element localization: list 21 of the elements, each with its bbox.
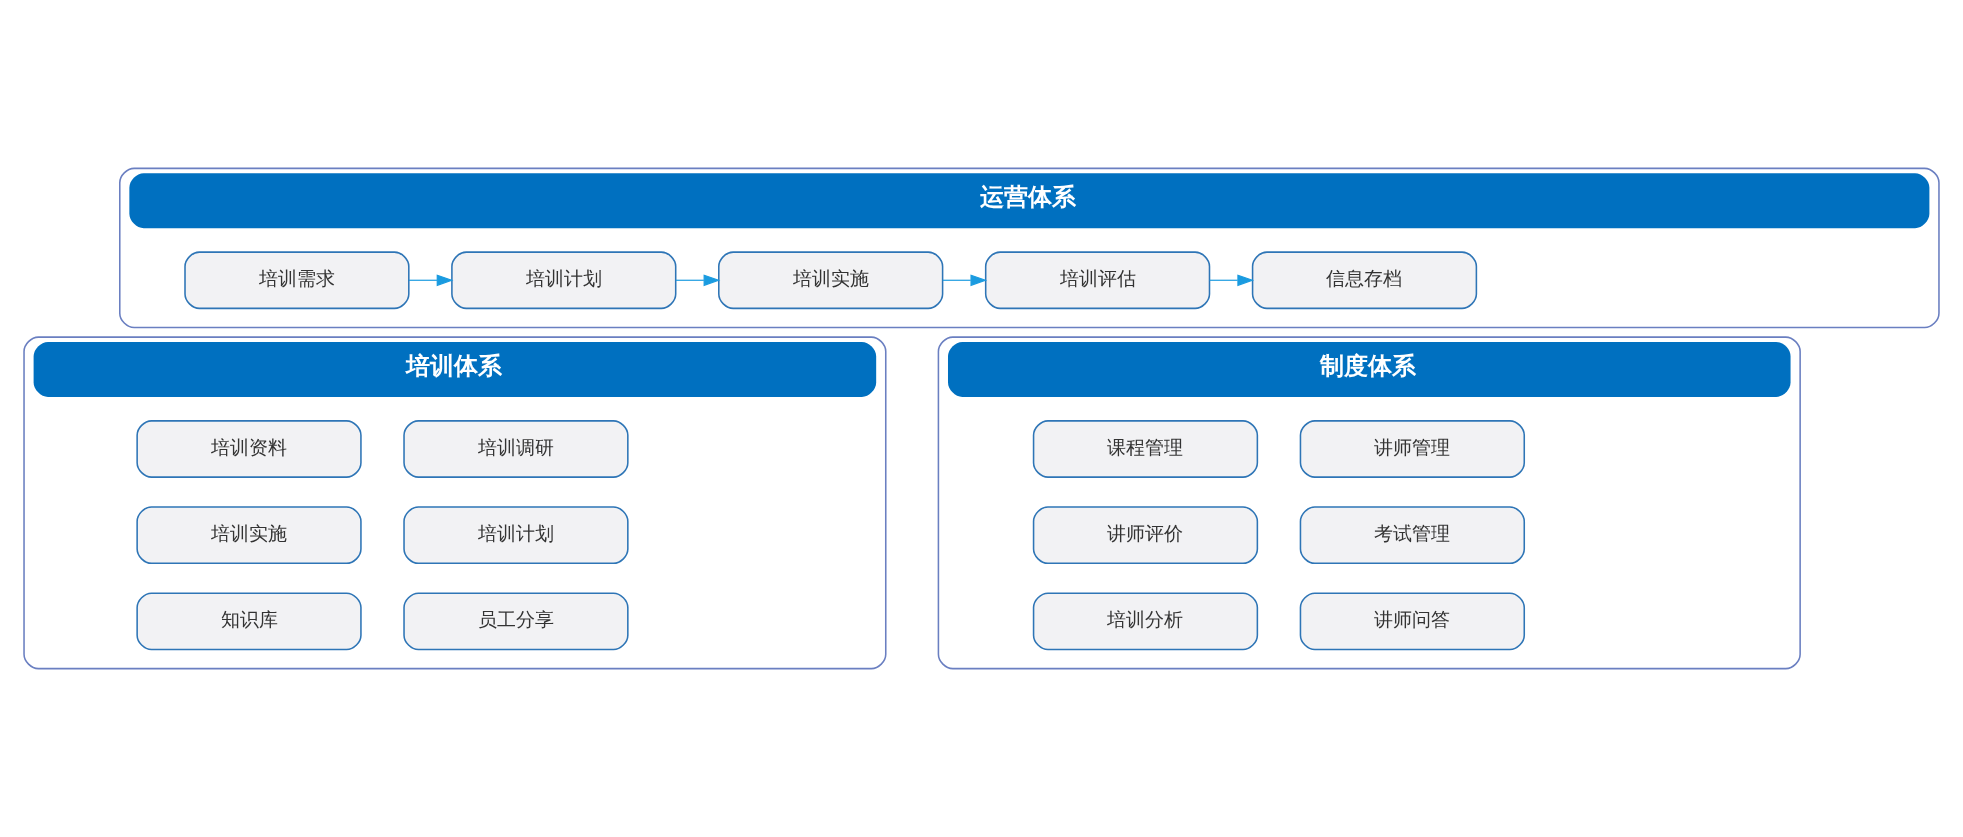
node-box: 讲师问答 — [1299, 592, 1526, 651]
node-box: 培训计划 — [403, 506, 629, 565]
node-box: 信息存档 — [1251, 251, 1478, 310]
node-box: 讲师评价 — [1032, 506, 1259, 565]
node-box: 培训资料 — [136, 420, 362, 478]
node-box: 讲师管理 — [1299, 420, 1526, 478]
node-box: 知识库 — [136, 592, 362, 651]
node-box: 员工分享 — [403, 592, 629, 651]
arrow — [675, 274, 721, 287]
node-box: 课程管理 — [1032, 420, 1259, 478]
arrow — [942, 274, 988, 287]
arrow — [408, 274, 454, 287]
node-box: 培训计划 — [451, 251, 677, 310]
node-box: 培训调研 — [403, 420, 629, 478]
node-box: 培训实施 — [718, 251, 944, 310]
node-box: 培训评估 — [984, 251, 1211, 310]
node-box: 培训需求 — [184, 251, 410, 310]
arrow — [1209, 274, 1255, 287]
node-box: 培训分析 — [1032, 592, 1259, 651]
node-box: 培训实施 — [136, 506, 362, 565]
node-box: 考试管理 — [1299, 506, 1526, 565]
